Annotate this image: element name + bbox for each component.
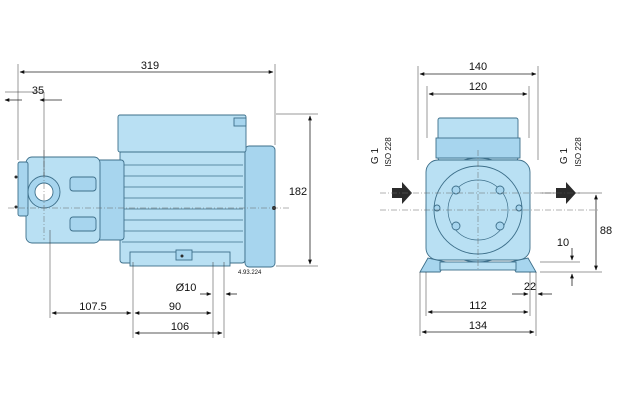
dim-inlet-offset: 35	[32, 85, 44, 97]
right-port-standard: ISO 228	[574, 137, 583, 167]
side-pump-head	[14, 156, 125, 244]
front-view: 140 120 88 10 22 112 134 G 1 ISO 228 G 1…	[370, 61, 612, 336]
dim-foot-width: 22	[524, 281, 536, 293]
dim-base-width: 134	[469, 320, 487, 332]
side-motor-body	[117, 114, 276, 268]
drawing-code: 4.93.224	[238, 270, 262, 276]
dim-flange-offset: 107.5	[79, 301, 107, 313]
left-port-thread: G 1	[370, 148, 381, 165]
dim-foot-thickness: 10	[557, 237, 569, 249]
dim-foot-spacing: 90	[169, 301, 181, 313]
dim-overall-width: 140	[469, 61, 487, 73]
left-port-standard: ISO 228	[384, 137, 393, 167]
dim-terminal-box-width: 120	[469, 81, 487, 93]
dim-hole-spacing: 112	[469, 300, 487, 312]
dim-base-length: 106	[171, 321, 189, 333]
dim-overall-length: 319	[141, 60, 159, 72]
side-view: 319 35 182 Ø10 107.5 90 106 4.93.224	[4, 60, 318, 338]
dim-foot-hole: Ø10	[176, 282, 197, 294]
dim-height: 182	[289, 186, 307, 198]
dim-shaft-height: 88	[600, 225, 612, 237]
right-port-thread: G 1	[559, 148, 570, 165]
